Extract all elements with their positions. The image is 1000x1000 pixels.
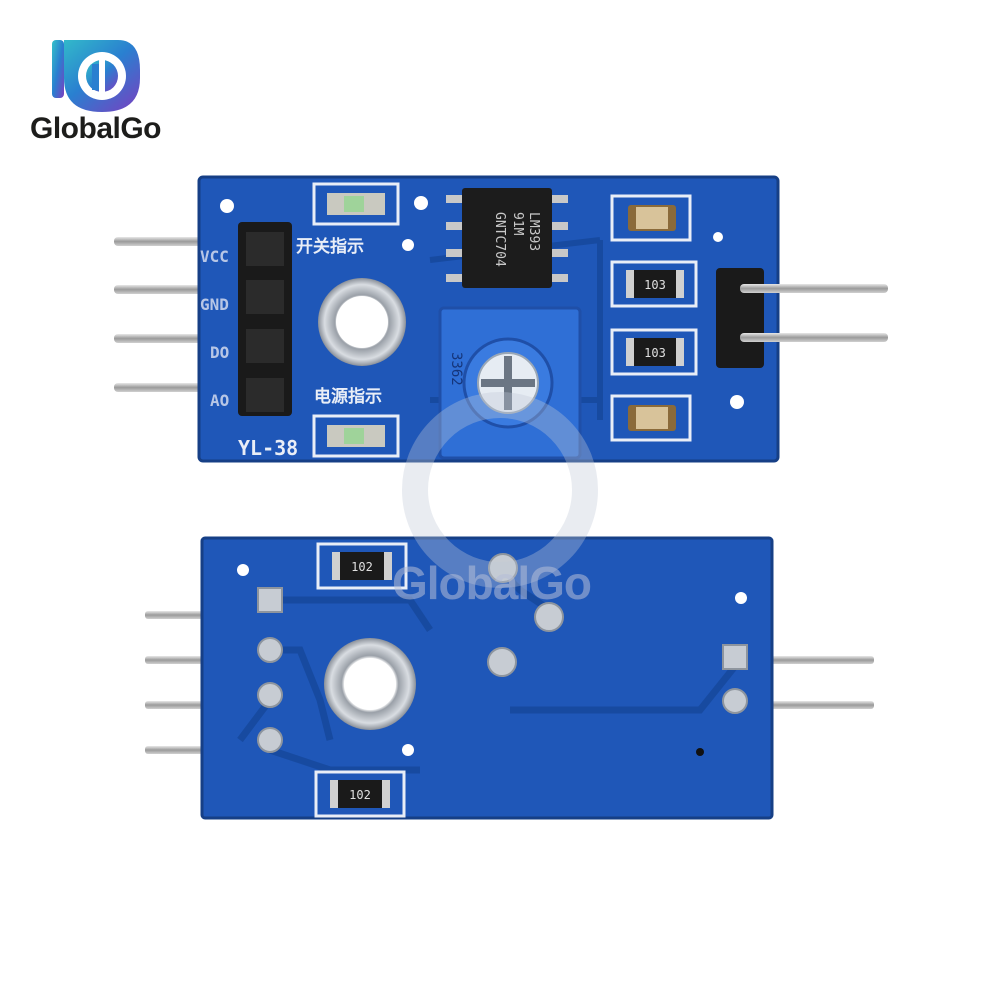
resistor-label-2: 103 xyxy=(644,346,666,360)
potentiometer[interactable] xyxy=(438,306,582,460)
left-header-housing xyxy=(238,222,292,416)
brand-name: GlobalGo xyxy=(30,112,162,145)
pin-label-gnd: GND xyxy=(200,295,229,314)
watermark-text: GlobalGo xyxy=(392,557,592,609)
brand-logo-icon xyxy=(52,40,140,112)
bottom-resistor-label-2: 102 xyxy=(349,788,371,802)
solder-pads xyxy=(257,553,748,753)
resistor-label-1: 103 xyxy=(644,278,666,292)
right-header-housing xyxy=(716,268,764,368)
bottom-resistor-label-1: 102 xyxy=(351,560,373,574)
power-indicator-label: 电源指示 xyxy=(314,386,382,407)
chip-text-line2: 91M xyxy=(510,212,525,236)
comparator-chip xyxy=(446,188,568,288)
pin-label-vcc: VCC xyxy=(200,247,229,266)
watermark-logo-icon xyxy=(402,392,598,588)
bottom-pcb xyxy=(202,538,772,818)
switch-indicator-label: 开关指示 xyxy=(296,236,364,257)
top-sensor-board xyxy=(114,175,888,463)
chip-text-line1: LM393 xyxy=(526,212,541,251)
pin-label-do: DO xyxy=(210,343,229,362)
pin-label-ao: AO xyxy=(210,391,229,410)
model-label: YL-38 xyxy=(238,436,298,460)
potentiometer-text: 3362 xyxy=(448,352,464,386)
bottom-sensor-board xyxy=(145,536,874,820)
chip-text-line3: GNTC704 xyxy=(492,212,507,267)
